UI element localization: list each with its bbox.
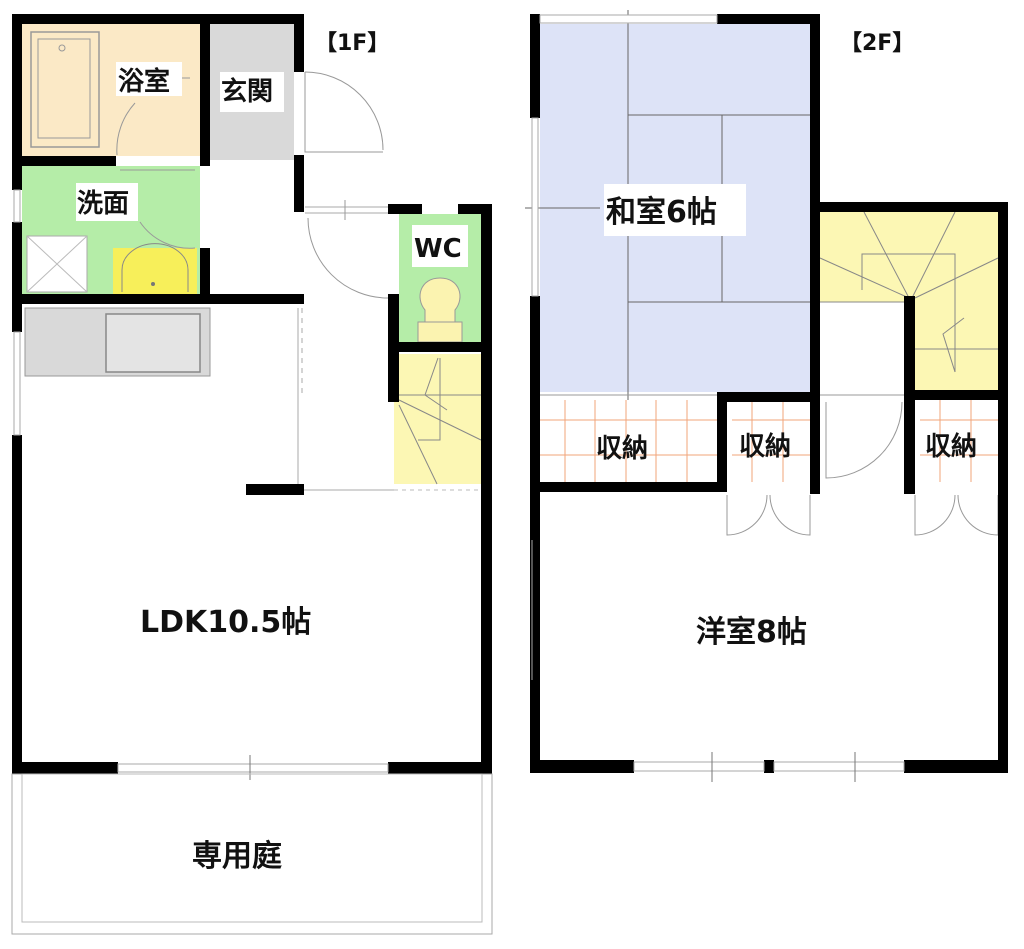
floor-2f-label: 【2F】 [840,31,914,56]
walls-2f [530,14,1008,773]
walls-1f [12,14,492,774]
stairs-2f-area [820,212,998,302]
wc-label: WC [414,234,462,264]
youshitsu-label: 洋室8帖 [696,615,807,650]
washroom-label: 洗面 [77,189,129,219]
floor-1f-label: 【1F】 [315,31,389,56]
bath-label: 浴室 [118,66,170,97]
bathtub [30,31,100,148]
storage-1-label: 収納 [596,433,648,464]
storage-grid [540,400,998,482]
garden-label: 専用庭 [192,839,282,874]
storage-3-label: 収納 [925,431,977,462]
storage-2-label: 収納 [739,431,791,462]
entrance-label: 玄関 [221,76,273,107]
sink [113,248,197,294]
floor-2f [525,10,1008,782]
toilet [419,277,461,331]
ldk-label: LDK10.5帖 [140,605,311,640]
washitsu-label: 和室6帖 [606,195,717,230]
floor-1f [11,14,493,935]
